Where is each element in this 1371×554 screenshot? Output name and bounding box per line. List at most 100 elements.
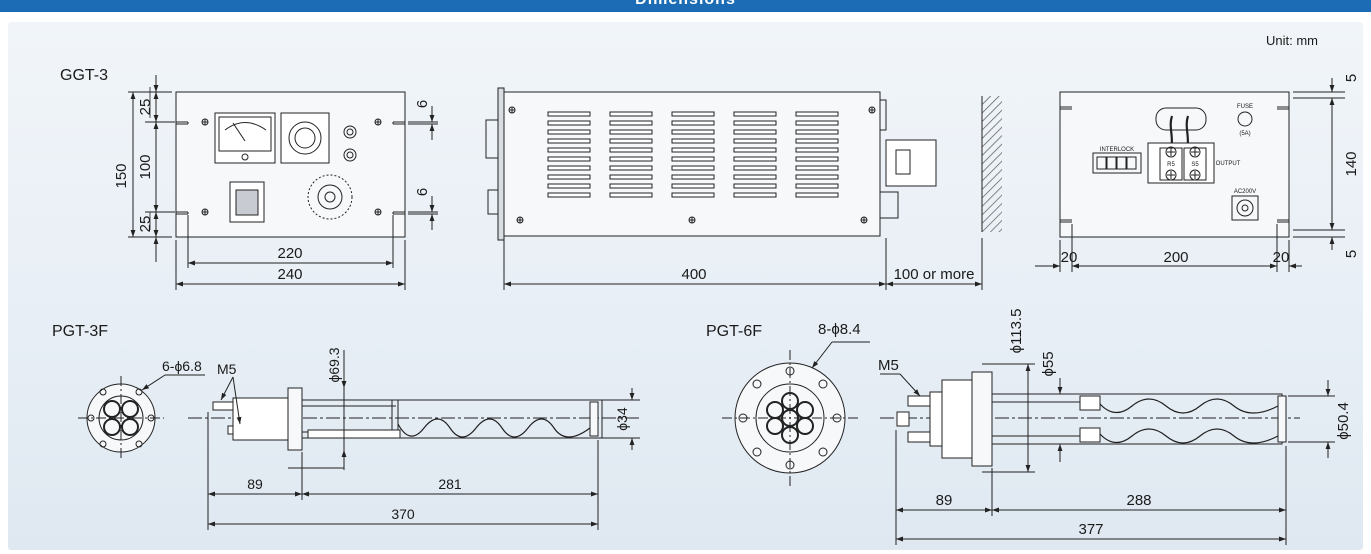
vent-slot <box>795 156 839 162</box>
ggt3-rear-right-margin: 20 <box>1273 249 1290 266</box>
ggt3-slot-bottom: 6 <box>414 188 431 196</box>
ggt3-height-bottom: 25 <box>137 216 154 233</box>
vent-slot <box>671 147 715 153</box>
vent-slot <box>733 156 777 162</box>
ggt3-side-view <box>485 87 1002 290</box>
vent-slot <box>547 192 591 198</box>
vent-slot <box>733 165 777 171</box>
pgt6f-flange-dia: ϕ113.5 <box>1008 309 1025 354</box>
output-label: OUTPUT <box>1216 161 1241 167</box>
pgt6f-sheath-dia: ϕ50.4 <box>1335 402 1352 440</box>
vent-slot <box>609 111 653 117</box>
pgt3f-thread: M5 <box>217 361 237 377</box>
vent-slot <box>547 174 591 180</box>
pgt3f-length-a: 89 <box>247 476 263 492</box>
pgt3f-drawing <box>78 350 640 530</box>
fuse-rating: (5A) <box>1239 131 1250 137</box>
vent-slot <box>795 174 839 180</box>
ggt3-length: 400 <box>681 266 706 283</box>
terminal-r-label: R5 <box>1167 162 1175 168</box>
vent-slot <box>609 120 653 126</box>
vent-slot <box>547 129 591 135</box>
model-label-pgt6f: PGT-6F <box>706 323 762 340</box>
vent-slot <box>733 183 777 189</box>
vent-slot <box>733 129 777 135</box>
ggt3-rear-top-gap: 5 <box>1343 74 1360 82</box>
pgt6f-thread: M5 <box>878 357 899 374</box>
ggt3-rear-height: 140 <box>1343 151 1360 176</box>
vent-slot <box>609 192 653 198</box>
interlock-label: INTERLOCK <box>1100 147 1134 153</box>
pgt3f-sheath-dia: ϕ34 <box>614 407 630 431</box>
ggt3-slot-top: 6 <box>414 100 431 108</box>
vent-slot <box>547 111 591 117</box>
ggt3-clearance: 100 or more <box>894 266 975 283</box>
vent-slot <box>733 174 777 180</box>
ggt3-height-mid: 100 <box>137 154 154 179</box>
ggt3-rear-view <box>1035 78 1345 272</box>
vent-slot <box>671 138 715 144</box>
vent-slot <box>795 129 839 135</box>
vent-slot <box>547 183 591 189</box>
vent-slot <box>795 138 839 144</box>
ggt3-height-total: 150 <box>113 163 130 188</box>
vent-slot <box>733 120 777 126</box>
ggt3-width-outer: 240 <box>277 266 302 283</box>
pgt3f-length-b: 281 <box>438 476 462 492</box>
vent-slot <box>733 111 777 117</box>
unit-label: Unit: mm <box>1266 33 1318 48</box>
ggt3-height-top: 25 <box>137 99 154 116</box>
vent-slot <box>733 192 777 198</box>
model-label-pgt3f: PGT-3F <box>52 323 108 340</box>
pgt3f-flange-dia: ϕ69.3 <box>326 347 342 382</box>
vent-slot <box>671 129 715 135</box>
vent-slot <box>547 156 591 162</box>
vent-slot <box>795 165 839 171</box>
vent-slot <box>671 165 715 171</box>
vent-slot <box>547 165 591 171</box>
pgt6f-body-dia: ϕ55 <box>1040 351 1057 376</box>
vent-slot <box>547 120 591 126</box>
vent-slot <box>671 174 715 180</box>
power-label: AC200V <box>1234 189 1256 195</box>
vent-slot <box>609 156 653 162</box>
vent-slot <box>671 111 715 117</box>
ggt3-width-inner: 220 <box>277 245 302 262</box>
vent-slot <box>609 174 653 180</box>
vent-slot <box>671 120 715 126</box>
vent-slot <box>609 147 653 153</box>
vent-slot <box>795 192 839 198</box>
vent-slot <box>671 156 715 162</box>
vent-slot <box>795 183 839 189</box>
vent-slot <box>795 120 839 126</box>
pgt3f-holes: 6-ϕ6.8 <box>162 358 202 374</box>
vent-slot <box>733 138 777 144</box>
vent-slot <box>547 138 591 144</box>
terminal-s-label: S5 <box>1191 162 1199 168</box>
pgt6f-holes: 8-ϕ8.4 <box>818 321 861 338</box>
pgt6f-length-b: 288 <box>1126 492 1151 509</box>
vent-slot <box>795 147 839 153</box>
vent-slot <box>671 192 715 198</box>
vent-slot <box>609 129 653 135</box>
ggt3-rear-left-margin: 20 <box>1061 249 1078 266</box>
vent-slot <box>733 147 777 153</box>
model-label-ggt3: GGT-3 <box>60 67 108 84</box>
vent-slot <box>609 165 653 171</box>
vent-slot <box>609 138 653 144</box>
ggt3-front-view <box>128 75 438 290</box>
pgt6f-length-a: 89 <box>936 492 953 509</box>
ggt3-rear-width: 200 <box>1163 249 1188 266</box>
vent-slot <box>671 183 715 189</box>
header-bar: Dimensions <box>0 0 1371 12</box>
vent-slot <box>795 111 839 117</box>
ggt3-rear-bottom-gap: 5 <box>1343 250 1360 258</box>
page-title: Dimensions <box>0 0 1371 9</box>
vent-slot <box>547 147 591 153</box>
pgt6f-drawing <box>722 341 1335 545</box>
vent-slot <box>609 183 653 189</box>
pgt3f-length-total: 370 <box>391 506 415 522</box>
fuse-label: FUSE <box>1237 104 1253 110</box>
pgt6f-length-total: 377 <box>1078 521 1103 538</box>
